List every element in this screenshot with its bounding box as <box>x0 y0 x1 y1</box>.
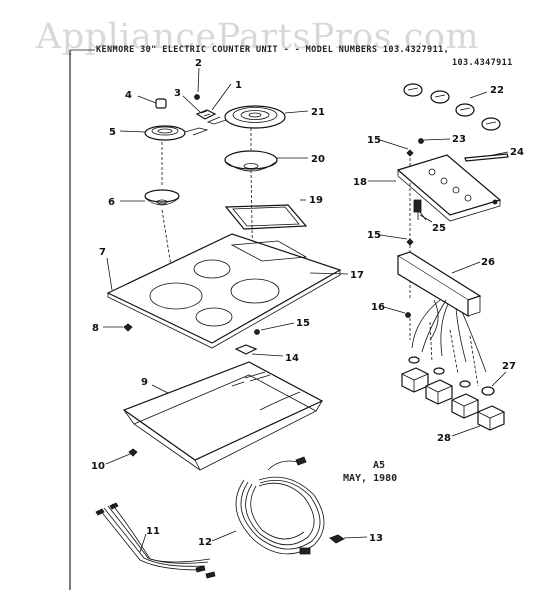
part-23-drawing <box>418 138 451 144</box>
part-3-drawing <box>182 95 217 120</box>
part-16-drawing <box>383 306 411 318</box>
part-17-drawing <box>106 233 349 349</box>
part-4-drawing <box>137 95 167 109</box>
part-11-drawing <box>95 502 216 579</box>
part-25-drawing <box>413 199 433 223</box>
part-27-drawing <box>481 371 507 396</box>
part-21-drawing <box>206 105 309 129</box>
callout-20: 20 <box>311 154 325 165</box>
callout-5: 5 <box>109 127 116 138</box>
callout-10: 10 <box>91 461 105 472</box>
part-13-drawing <box>329 534 368 544</box>
callout-7: 7 <box>99 247 106 258</box>
part-9-drawing <box>122 361 324 471</box>
callout-23: 23 <box>452 134 466 145</box>
callout-26: 26 <box>481 257 495 268</box>
callout-27: 27 <box>502 361 516 372</box>
part-15-lower-drawing <box>379 234 414 246</box>
part-20-drawing <box>224 150 308 172</box>
part-2-drawing <box>194 67 200 100</box>
part-22-drawing <box>403 83 501 131</box>
part-18-drawing <box>368 154 502 222</box>
callout-12: 12 <box>198 537 212 548</box>
callout-18: 18 <box>353 177 367 188</box>
part-26-drawing <box>396 251 482 318</box>
part-5-drawing <box>119 125 209 141</box>
part-19-drawing <box>224 199 308 230</box>
callout-4: 4 <box>125 90 132 101</box>
callout-labels: 1 2 3 4 5 6 7 8 9 10 11 12 13 14 15 15 1… <box>91 58 524 548</box>
callout-21: 21 <box>311 107 325 118</box>
callout-11: 11 <box>146 526 160 537</box>
callout-15-mid: 15 <box>296 318 310 329</box>
callout-8: 8 <box>92 323 99 334</box>
callout-15-lower: 15 <box>367 230 381 241</box>
callout-22: 22 <box>490 85 504 96</box>
part-28-drawing <box>401 356 505 437</box>
callout-3: 3 <box>174 88 181 99</box>
callout-25: 25 <box>432 223 446 234</box>
callout-17: 17 <box>350 270 364 281</box>
part-12-drawing <box>211 456 325 555</box>
switch-wiring <box>409 299 487 387</box>
part-1-drawing <box>211 83 232 111</box>
callout-15-upper: 15 <box>367 135 381 146</box>
part-24-drawing <box>464 151 509 162</box>
part-15-mid-drawing <box>254 322 295 335</box>
stamp-code: A5 <box>373 460 385 471</box>
callout-19: 19 <box>309 195 323 206</box>
callout-2: 2 <box>195 58 202 69</box>
callout-14: 14 <box>285 353 299 364</box>
callout-9: 9 <box>141 377 148 388</box>
diagram-header-line2: 103.4347911 <box>452 58 513 68</box>
part-14-drawing <box>234 344 284 357</box>
callout-24: 24 <box>510 147 524 158</box>
watermark-text: AppliancePartsPros.com <box>35 17 479 57</box>
part-6-drawing <box>120 189 180 206</box>
part-15-upper-drawing <box>379 139 414 157</box>
stamp-date: MAY, 1980 <box>343 473 397 484</box>
callout-28: 28 <box>437 433 451 444</box>
callout-13: 13 <box>369 533 383 544</box>
callout-16: 16 <box>371 302 385 313</box>
callout-6: 6 <box>108 197 115 208</box>
callout-1: 1 <box>235 80 242 91</box>
diagram-header-line1: KENMORE 30" ELECTRIC COUNTER UNIT - - MO… <box>96 45 449 55</box>
part-10-drawing <box>105 448 138 465</box>
part-7-drawing <box>106 257 113 291</box>
part-8-drawing <box>103 323 133 332</box>
